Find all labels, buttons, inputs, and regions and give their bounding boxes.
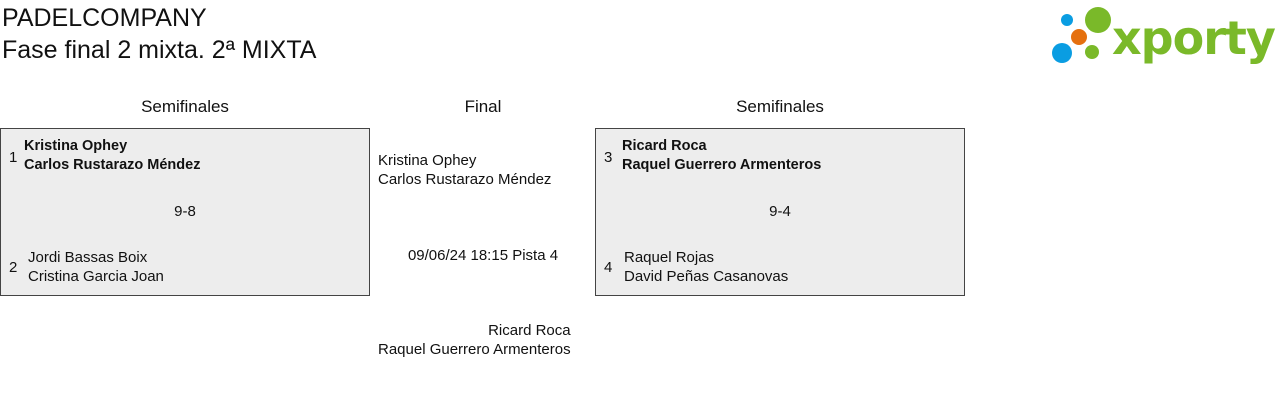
player: David Peñas Casanovas (624, 268, 789, 285)
club-name: PADELCOMPANY (2, 4, 207, 32)
final-team-1[interactable]: Kristina Ophey Carlos Rustarazo Méndez (378, 151, 551, 189)
svg-text:xporty: xporty (1112, 11, 1276, 65)
winner-player: Carlos Rustarazo Méndez (24, 157, 201, 173)
xporty-logo: xporty (1052, 4, 1277, 68)
column-header-semis-right: Semifinales (736, 97, 824, 116)
column-header-semis-left: Semifinales (141, 97, 229, 116)
player: Raquel Rojas (624, 249, 715, 266)
semifinal-match-1[interactable]: 1 Kristina Ophey Carlos Rustarazo Méndez… (0, 128, 370, 296)
match-score: 9-4 (769, 203, 791, 220)
winner-player: Ricard Roca (622, 138, 707, 154)
player: Kristina Ophey (378, 152, 477, 169)
player: Raquel Guerrero Armenteros (378, 341, 571, 358)
seed: 2 (9, 259, 18, 276)
final-schedule: 09/06/24 18:15 Pista 4 (407, 247, 559, 264)
final-team-2[interactable]: Ricard Roca Raquel Guerrero Armenteros (378, 321, 571, 359)
match-score: 9-8 (174, 203, 196, 220)
player: Jordi Bassas Boix (28, 249, 148, 266)
winner-player: Raquel Guerrero Armenteros (622, 157, 822, 173)
page-title: Fase final 2 mixta. 2ª MIXTA (2, 36, 317, 64)
seed: 4 (604, 259, 613, 276)
semifinal-match-2[interactable]: 3 Ricard Roca Raquel Guerrero Armenteros… (595, 128, 965, 296)
seed: 1 (9, 149, 18, 166)
player: Carlos Rustarazo Méndez (378, 171, 552, 188)
winner-player: Kristina Ophey (24, 138, 128, 154)
column-header-final: Final (464, 97, 502, 116)
player: Ricard Roca (488, 322, 571, 339)
seed: 3 (604, 149, 613, 166)
player: Cristina Garcia Joan (28, 268, 164, 285)
